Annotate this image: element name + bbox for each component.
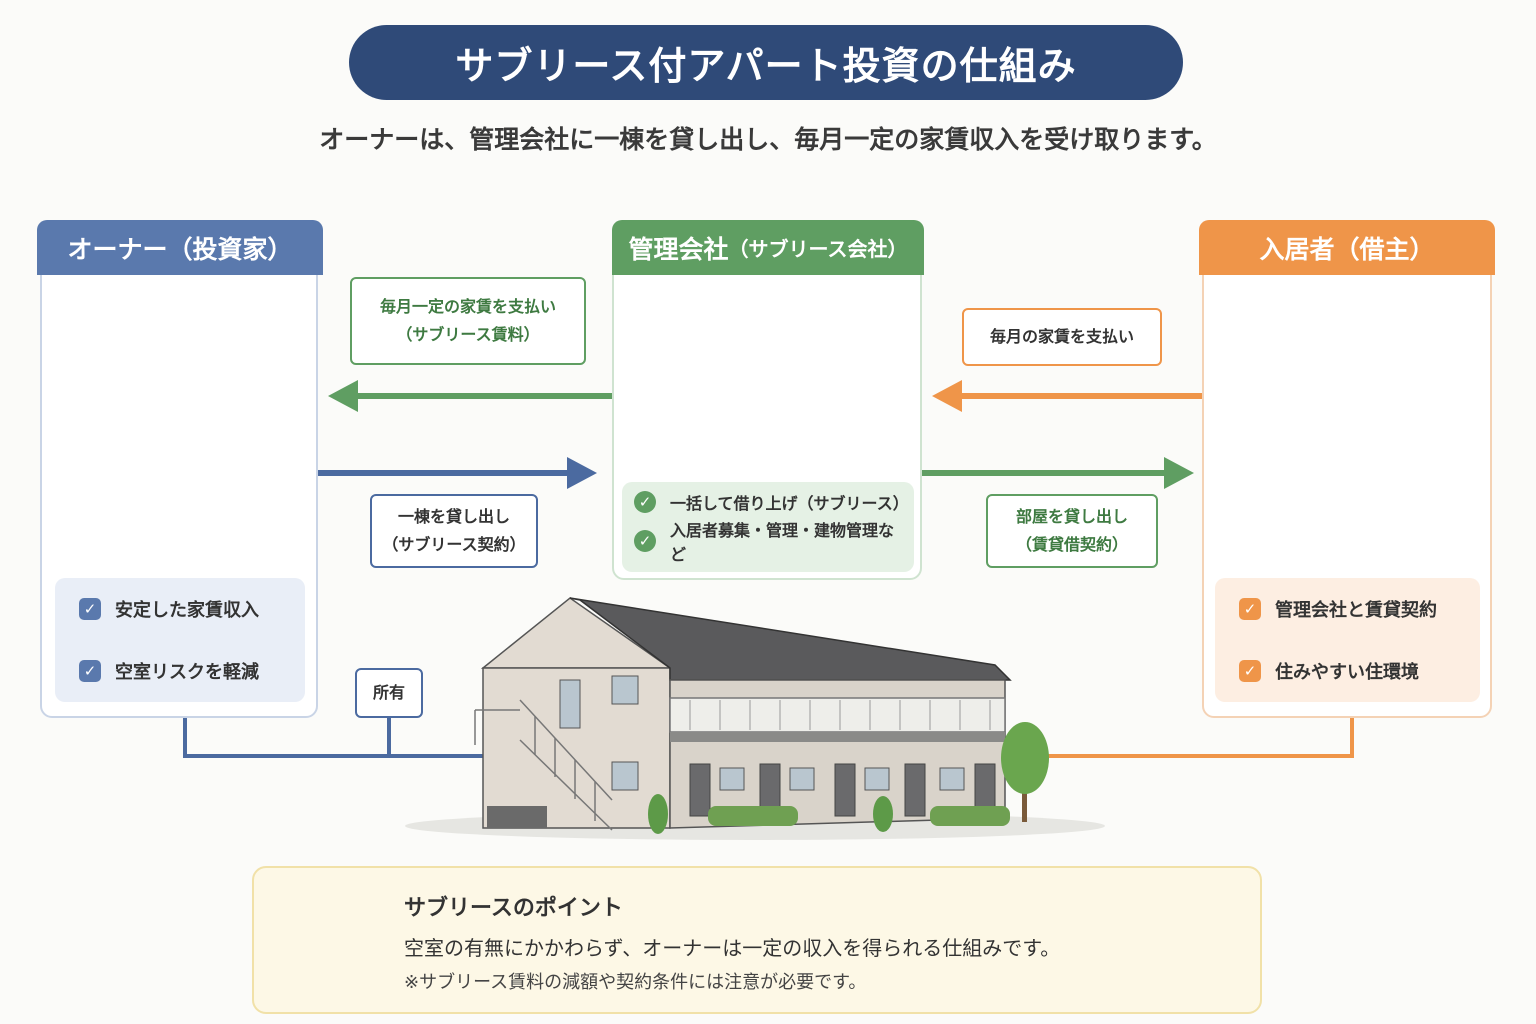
sublease-point-box [252,866,1262,1014]
flow-label-line: 一棟を貸し出し [397,507,510,526]
tenant-benefit-label: 住みやすい住環境 [1275,662,1419,683]
owner-panel-title: オーナー（投資家） [37,220,323,275]
flow-label-line: （サブリース賃料） [396,325,540,344]
list-item: ✓ 空室リスクを軽減 [79,658,281,684]
owner-benefits-list: ✓ 安定した家賃収入 ✓ 空室リスクを軽減 [55,578,305,702]
flow-label-monthly-rent: 毎月の家賃を支払い [962,308,1162,366]
point-text: 空室の有無にかかわらず、オーナーは一定の収入を得られる仕組みです。 [404,936,1061,960]
flow-label-ownership: 所有 [355,668,423,718]
page-subtitle: オーナーは、管理会社に一棟を貸し出し、毎月一定の家賃収入を受け取ります。 [319,125,1217,154]
flow-label-lend-room: 部屋を貸し出し （賃貸借契約） [986,494,1158,568]
owner-benefit-label: 空室リスクを軽減 [115,662,259,683]
apartment-building-illustration [405,597,1105,840]
owner-benefit-label: 安定した家賃収入 [115,600,259,621]
arrow-manager-to-owner [328,380,612,412]
arrow-owner-to-manager [318,457,597,489]
flow-label-line: （賃貸借契約） [1015,535,1128,554]
checkbox-checked-icon: ✓ [79,598,101,620]
manager-duty-label: 一括して借り上げ（サブリース） [670,493,909,513]
tenant-benefits-list: ✓ 管理会社と賃貸契約 ✓ 住みやすい住環境 [1215,578,1480,702]
tenant-building-line [1000,718,1354,758]
checkbox-checked-icon: ✓ [79,660,101,682]
manager-duties-list: ✓ 一括して借り上げ（サブリース） ✓ 入居者募集・管理・建物管理など [622,482,914,572]
manager-duty-label: 入居者募集・管理・建物管理など [670,520,895,564]
ownership-line [183,718,495,758]
list-item: ✓ 管理会社と賃貸契約 [1239,596,1456,622]
point-title: サブリースのポイント [404,896,623,921]
check-circle-icon: ✓ [634,490,656,513]
tenant-panel-title: 入居者（借主） [1199,220,1495,275]
list-item: ✓ 住みやすい住環境 [1239,658,1456,684]
tenant-benefit-label: 管理会社と賃貸契約 [1275,600,1437,621]
flow-label-lend-building: 一棟を貸し出し （サブリース契約） [370,494,538,568]
manager-title-sub: （サブリース会社） [728,237,908,261]
manager-panel-title: 管理会社 （サブリース会社） [612,220,924,275]
check-circle-icon: ✓ [634,529,656,552]
checkbox-checked-icon: ✓ [1239,598,1261,620]
arrow-tenant-to-manager [932,380,1202,412]
flow-label-line: （サブリース契約） [382,535,526,554]
flow-label-line: 部屋を貸し出し [1015,507,1128,526]
page-title: サブリース付アパート投資の仕組み [349,25,1183,100]
manager-title-main: 管理会社 [628,234,729,264]
checkbox-checked-icon: ✓ [1239,660,1261,682]
point-note: ※サブリース賃料の減額や契約条件には注意が必要です。 [404,972,867,993]
list-item: ✓ 入居者募集・管理・建物管理など [634,517,902,565]
flow-label-line: 毎月の家賃を支払い [989,327,1134,346]
flow-label-line: 毎月一定の家賃を支払い [379,297,556,316]
list-item: ✓ 一括して借り上げ（サブリース） [634,490,909,514]
arrow-manager-to-tenant [922,457,1194,489]
flow-label-line: 所有 [372,683,405,702]
list-item: ✓ 安定した家賃収入 [79,596,281,622]
flow-label-sublease-rent: 毎月一定の家賃を支払い （サブリース賃料） [350,277,586,365]
